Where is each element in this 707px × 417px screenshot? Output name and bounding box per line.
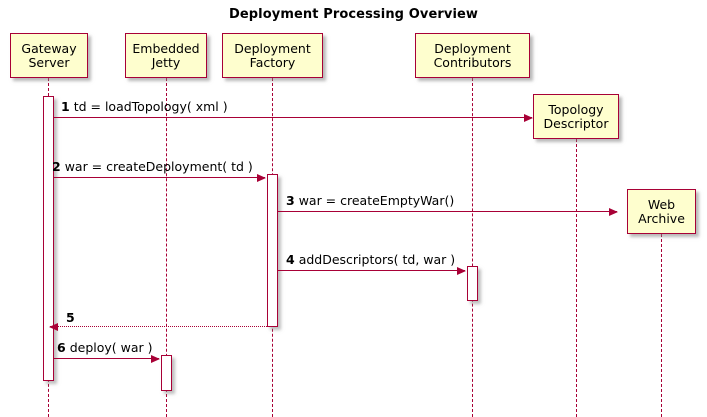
message-2-label: 2 war = createDeployment( td ) bbox=[52, 159, 253, 174]
arrowhead-right-icon bbox=[457, 266, 466, 275]
participant-deployment-contributors-label: Deployment Contributors bbox=[433, 40, 512, 70]
activation-deployment-contributors bbox=[467, 266, 478, 301]
arrowhead-right-icon bbox=[609, 207, 618, 216]
participant-deployment-contributors[interactable]: Deployment Contributors bbox=[415, 33, 530, 78]
message-3-arrow bbox=[278, 207, 618, 216]
arrowhead-left-icon bbox=[49, 322, 58, 331]
message-5-label: 5 bbox=[66, 310, 75, 325]
participant-deployment-factory-label: Deployment Factory bbox=[234, 40, 311, 70]
arrowhead-right-icon bbox=[524, 113, 533, 122]
participant-embedded-jetty[interactable]: Embedded Jetty bbox=[125, 33, 207, 78]
message-1-arrow bbox=[54, 113, 533, 122]
message-6-seq: 6 bbox=[57, 340, 66, 355]
message-3-label: 3 war = createEmptyWar() bbox=[286, 193, 454, 208]
lifeline-embedded-jetty bbox=[166, 78, 167, 417]
activation-gateway-server bbox=[43, 96, 54, 381]
lifeline-deployment-contributors bbox=[472, 78, 473, 417]
message-1-text: td = loadTopology( xml ) bbox=[73, 99, 228, 114]
diagram-title: Deployment Processing Overview bbox=[228, 7, 479, 22]
message-4-arrow bbox=[278, 266, 466, 275]
message-5-seq: 5 bbox=[66, 310, 75, 325]
message-3-seq: 3 bbox=[286, 193, 295, 208]
message-3-text: war = createEmptyWar() bbox=[298, 193, 455, 208]
lifeline-web-archive bbox=[661, 234, 662, 417]
object-topology-descriptor[interactable]: Topology Descriptor bbox=[533, 94, 619, 139]
message-1-label: 1 td = loadTopology( xml ) bbox=[61, 99, 228, 114]
message-4-text: addDescriptors( td, war ) bbox=[298, 252, 456, 267]
message-5-arrow bbox=[49, 322, 267, 331]
participant-deployment-factory[interactable]: Deployment Factory bbox=[222, 33, 323, 78]
message-4-label: 4 addDescriptors( td, war ) bbox=[286, 252, 455, 267]
message-6-text: deploy( war ) bbox=[69, 340, 153, 355]
message-6-label: 6 deploy( war ) bbox=[57, 340, 153, 355]
object-topology-descriptor-label: Topology Descriptor bbox=[543, 101, 609, 131]
participant-gateway-server-label: Gateway Server bbox=[21, 40, 77, 70]
lifeline-topology-descriptor bbox=[576, 139, 577, 417]
message-2-arrow bbox=[54, 173, 266, 182]
activation-deployment-factory bbox=[267, 174, 278, 327]
message-6-arrow bbox=[54, 354, 160, 363]
message-2-text: war = createDeployment( td ) bbox=[64, 159, 253, 174]
object-web-archive-label: Web Archive bbox=[638, 196, 685, 226]
object-web-archive[interactable]: Web Archive bbox=[627, 189, 696, 234]
message-1-seq: 1 bbox=[61, 99, 70, 114]
arrowhead-right-icon bbox=[151, 354, 160, 363]
participant-gateway-server[interactable]: Gateway Server bbox=[10, 33, 88, 78]
activation-embedded-jetty bbox=[161, 355, 172, 391]
arrowhead-right-icon bbox=[257, 173, 266, 182]
message-2-seq: 2 bbox=[52, 159, 61, 174]
participant-embedded-jetty-label: Embedded Jetty bbox=[132, 40, 200, 70]
message-4-seq: 4 bbox=[286, 252, 295, 267]
